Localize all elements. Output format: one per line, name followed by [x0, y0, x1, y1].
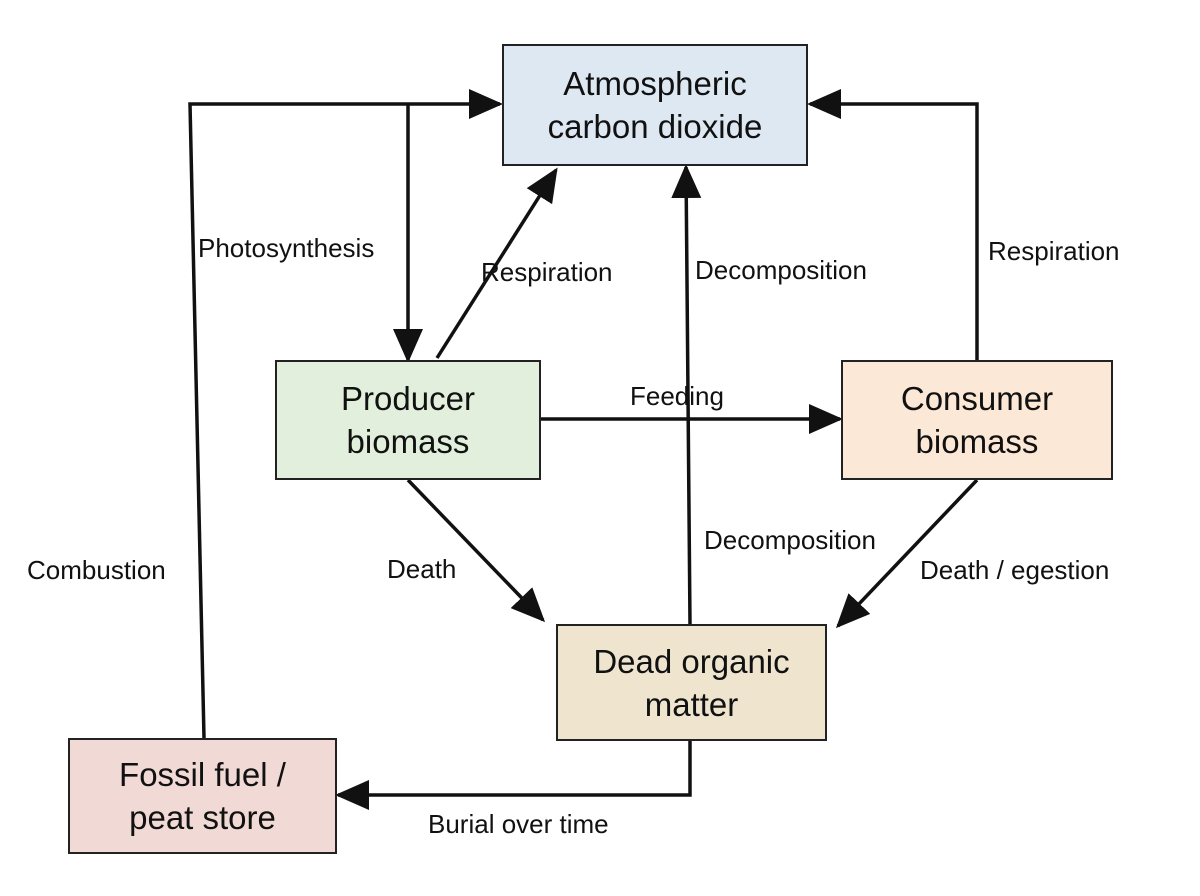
combustion-arrow: [188, 89, 503, 739]
decomposition-arrow: [671, 164, 702, 625]
consumer-death-arrow: [835, 478, 979, 629]
node-line: Consumer: [900, 380, 1054, 417]
photosynthesis-label: Photosynthesis: [198, 233, 375, 263]
combustion-label: Combustion: [27, 555, 166, 585]
node-line: Fossil fuel /: [119, 756, 286, 793]
node-line: biomass: [915, 423, 1039, 460]
fossil-fuel-node: Fossil fuel / peat store: [68, 738, 337, 854]
producer-biomass-node: Producer biomass: [275, 360, 541, 480]
node-line: Atmospheric: [563, 65, 747, 102]
dead-organic-matter-node: Dead organic matter: [556, 624, 827, 741]
atmospheric-co2-node: Atmospheric carbon dioxide: [502, 44, 808, 166]
node-line: carbon dioxide: [547, 108, 763, 145]
node-line: biomass: [346, 423, 470, 460]
consumer-respiration-arrow: [807, 89, 979, 360]
node-line: Producer: [341, 380, 475, 417]
producer-respiration-label: Respiration: [481, 257, 613, 287]
consumer-biomass-node: Consumer biomass: [841, 360, 1113, 480]
producer-death-label: Death: [387, 554, 457, 584]
producer-respiration-arrow: [435, 167, 558, 359]
burial-arrow: [335, 741, 692, 810]
node-line: Dead organic: [593, 642, 790, 680]
consumer-respiration-label: Respiration: [988, 236, 1120, 266]
feeding-label: Feeding: [630, 381, 724, 411]
node-line: matter: [644, 685, 739, 723]
node-line: peat store: [129, 799, 276, 836]
consumer-death-label: Death / egestion: [920, 555, 1110, 585]
producer-death-arrow: [406, 478, 546, 623]
burial-label: Burial over time: [428, 809, 609, 839]
decomposition-mid-label: Decomposition: [704, 525, 876, 555]
decomposition-label: Decomposition: [695, 255, 867, 285]
